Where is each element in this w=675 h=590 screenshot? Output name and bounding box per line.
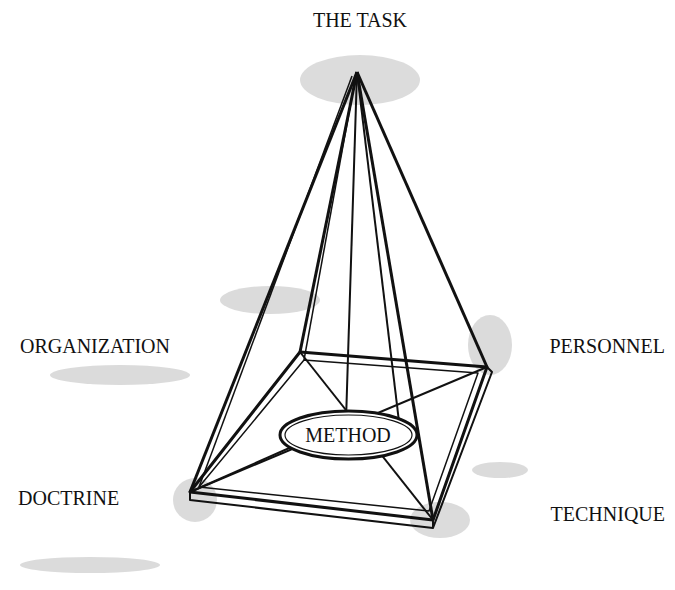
- vertex-label: TECHNIQUE: [549, 502, 667, 526]
- method-ellipse: METHOD: [278, 409, 419, 461]
- vertex-label: ORGANIZATION: [18, 334, 172, 358]
- vertex-label: PERSONNEL: [547, 334, 667, 358]
- vertex-label: DOCTRINE: [16, 486, 121, 510]
- apex-label: THE TASK: [311, 8, 409, 32]
- pyramid-lines: [190, 72, 492, 528]
- node-text: METHOD: [305, 423, 391, 447]
